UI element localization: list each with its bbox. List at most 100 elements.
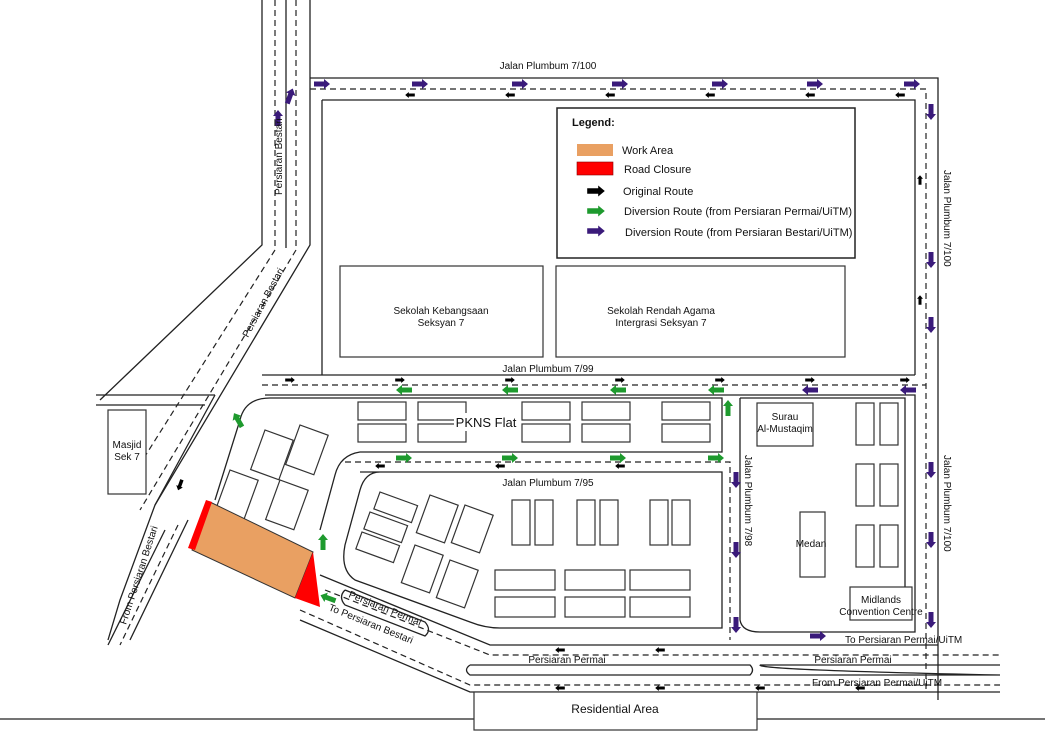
green-route-arrow-icon <box>708 453 724 463</box>
original-route-arrow-icon <box>395 377 405 383</box>
purple-route-arrow-icon <box>926 104 936 120</box>
green-route-arrow-icon <box>723 400 733 416</box>
label-medan: Medan <box>796 539 827 550</box>
building-block <box>450 504 494 554</box>
road-edge <box>343 471 723 629</box>
label-school-1: Sekolah Kebangsaan <box>393 306 488 317</box>
legend-arrows <box>587 185 605 237</box>
purple-route-arrow-icon <box>926 317 936 333</box>
building-block <box>855 463 875 507</box>
label-surau-line2: Al-Mustaqim <box>757 424 813 435</box>
building-block <box>373 491 419 524</box>
buildings <box>107 265 913 731</box>
purple-route-arrow-icon <box>807 79 823 89</box>
label-masjid-line2: Sek 7 <box>114 452 140 463</box>
legend-label-diversion-bestari: Diversion Route (from Persiaran Bestari/… <box>625 227 852 239</box>
building-block <box>879 524 899 568</box>
building-block <box>284 424 329 476</box>
purple-route-arrow-icon <box>810 631 826 641</box>
building-block <box>400 544 444 594</box>
building-block <box>661 423 711 443</box>
building-block <box>494 596 556 618</box>
original-route-arrow-icon <box>555 685 565 691</box>
legend-label-road-closure: Road Closure <box>624 164 691 176</box>
legend-label-work-area: Work Area <box>622 145 674 157</box>
green-route-arrow-icon <box>708 385 724 395</box>
road-edge <box>107 529 166 646</box>
original-route-arrow-icon <box>615 463 625 469</box>
road-center <box>119 524 179 646</box>
original-route-arrow-icon <box>495 463 505 469</box>
purple-route-arrow-icon <box>926 252 936 268</box>
masjid <box>107 409 147 495</box>
building-block <box>879 402 899 446</box>
building-block <box>357 423 407 443</box>
purple-route-arrow-icon <box>926 462 936 478</box>
green-route-arrow-icon <box>320 592 337 604</box>
surau <box>756 402 814 447</box>
original-route-arrow-icon <box>900 377 910 383</box>
building-block <box>521 423 571 443</box>
original-route-arrow-icon <box>505 92 515 98</box>
road-edge <box>319 574 938 646</box>
building-block <box>599 499 619 546</box>
building-block <box>511 499 531 546</box>
road-edge <box>239 397 723 531</box>
route-arrows <box>176 79 936 691</box>
green-route-arrow-icon <box>318 534 328 550</box>
purple-route-arrow-icon <box>273 110 283 126</box>
building-block <box>661 401 711 421</box>
label-jalan-plumbum-7-100-top: Jalan Plumbum 7/100 <box>500 61 597 72</box>
road-center <box>345 461 731 640</box>
legend-arrow-diversion-bestari-icon <box>587 225 605 237</box>
building-block <box>581 423 631 443</box>
original-route-arrow-icon <box>605 92 615 98</box>
purple-route-arrow-icon <box>284 88 296 105</box>
building-block <box>249 429 294 481</box>
original-route-arrow-icon <box>655 647 665 653</box>
original-route-arrow-icon <box>855 685 865 691</box>
road-edge <box>739 398 916 633</box>
purple-route-arrow-icon <box>712 79 728 89</box>
purple-route-arrow-icon <box>314 79 330 89</box>
legend-label-original-route: Original Route <box>623 186 693 198</box>
road-median <box>465 664 1001 676</box>
original-route-arrow-icon <box>555 647 565 653</box>
midlands <box>849 586 913 621</box>
legend-arrow-original-icon <box>587 185 605 197</box>
road-edge <box>299 619 1000 693</box>
green-route-arrow-icon <box>502 385 518 395</box>
road-edge <box>310 77 939 700</box>
original-route-arrow-icon <box>285 377 295 383</box>
label-to-persiaran-permai: To Persiaran Permai/UiTM <box>845 635 962 646</box>
label-jalan-plumbum-7-95: Jalan Plumbum 7/95 <box>502 478 594 489</box>
building-block <box>629 596 691 618</box>
purple-route-arrow-icon <box>731 542 741 558</box>
green-route-arrow-icon <box>232 413 245 429</box>
original-route-arrow-icon <box>916 295 924 305</box>
road-edge <box>99 0 263 401</box>
legend-swatch-work-area <box>577 144 613 156</box>
purple-route-arrow-icon <box>926 612 936 628</box>
label-persiaran-bestari-top: Persiaran Bestari <box>274 118 285 195</box>
original-route-arrow-icon <box>895 92 905 98</box>
legend-title: Legend: <box>572 117 615 129</box>
legend: Legend: Work Area Road Closure Original … <box>556 107 856 259</box>
green-route-arrow-icon <box>610 453 626 463</box>
residential-area <box>473 691 758 731</box>
building-block <box>415 494 459 544</box>
legend-arrow-diversion-permai-icon <box>587 205 605 217</box>
label-persiaran-permai-right: Persiaran Permai <box>814 655 891 666</box>
legend-box <box>556 107 856 259</box>
green-route-arrow-icon <box>610 385 626 395</box>
road-center <box>139 0 297 511</box>
building-block <box>264 479 309 531</box>
road-edge <box>740 397 906 620</box>
building-block <box>363 511 409 544</box>
original-route-arrow-icon <box>615 377 625 383</box>
original-route-arrow-icon <box>655 685 665 691</box>
building-block <box>355 531 401 564</box>
label-jalan-plumbum-7-100-right-lower: Jalan Plumbum 7/100 <box>941 455 952 552</box>
building-block <box>879 463 899 507</box>
